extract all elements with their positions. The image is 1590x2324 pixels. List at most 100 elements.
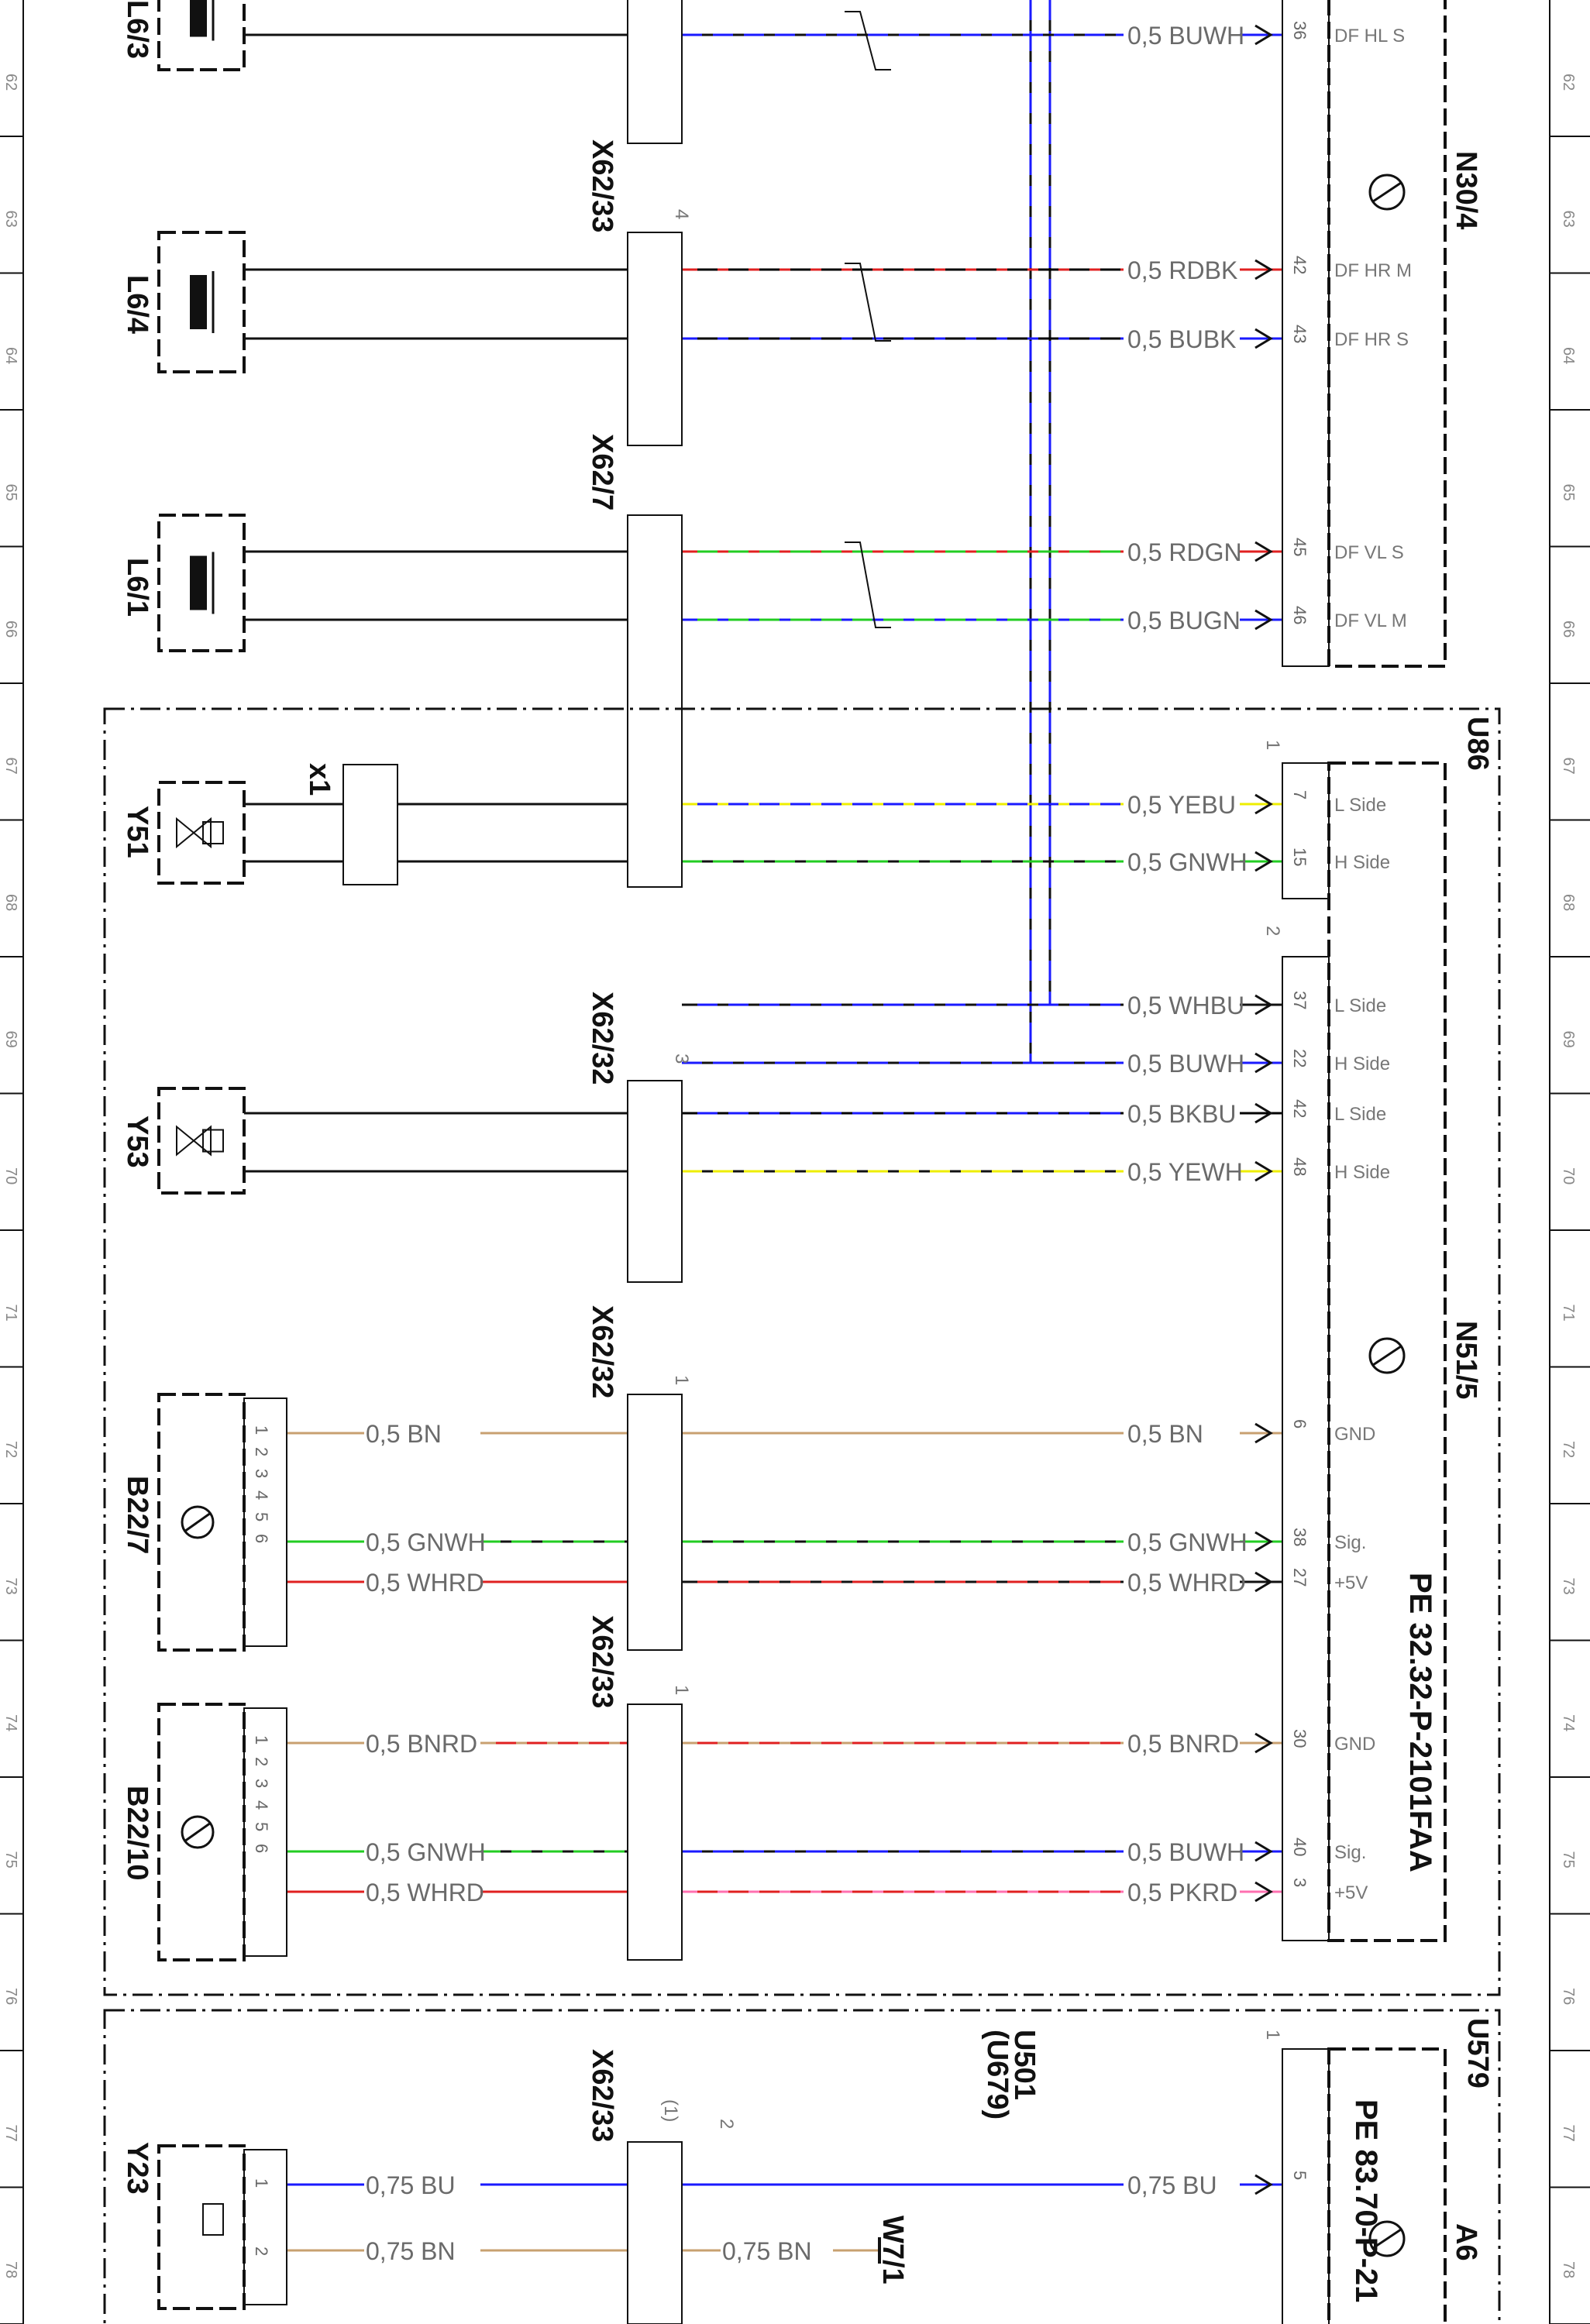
label-w7-1: W7/1 xyxy=(876,2216,909,2284)
wire-label: 0,5 BUWH xyxy=(1127,22,1244,50)
module-signal-label: DF VL S xyxy=(1334,542,1404,563)
wire-label: 0,5 RDGN xyxy=(1127,538,1242,566)
grid-row-label-left: 71 xyxy=(2,1305,19,1322)
wire-label: 0,5 BUWH xyxy=(1127,1838,1244,1866)
x62-33-b-connector xyxy=(627,1703,683,1961)
label-u86: U86 xyxy=(1461,717,1494,771)
module-signal-label: GND xyxy=(1334,1424,1375,1445)
signal-arrow xyxy=(1254,1052,1273,1074)
wire-label: 0,5 RDBK xyxy=(1127,256,1237,284)
area-u579-box xyxy=(103,2009,1501,2324)
y51-solenoid-icon xyxy=(202,821,224,844)
ecu-icon xyxy=(1368,174,1406,211)
label-n30-4: N30/4 xyxy=(1450,151,1482,229)
grid-row-label-left: 62 xyxy=(2,74,19,91)
label-b22-10: B22/10 xyxy=(121,1786,153,1881)
b22-7-pin-number: 5 xyxy=(252,1512,271,1521)
module-signal-label: DF HR M xyxy=(1334,260,1412,281)
ecu-icon xyxy=(1368,1337,1406,1374)
wire-label: 0,5 BUWH xyxy=(1127,1050,1244,1078)
signal-arrow xyxy=(1254,609,1273,631)
ecu-icon-arrow xyxy=(1372,181,1402,203)
b22-7-pin-number: 6 xyxy=(252,1534,271,1543)
module-signal-label: Sig. xyxy=(1334,1532,1366,1553)
signal-arrow xyxy=(1254,1160,1273,1182)
grid-row-label-left: 78 xyxy=(2,2261,19,2278)
y23-solenoid-icon xyxy=(202,2203,224,2236)
module-pin-number: 5 xyxy=(1290,2171,1310,2180)
module-pin-number: 27 xyxy=(1290,1568,1310,1587)
label-l6-1: L6/1 xyxy=(121,558,153,617)
module-signal-label: L Side xyxy=(1334,995,1386,1016)
wire-label: 0,75 BU xyxy=(366,2171,456,2199)
wire-label: 0,75 BU xyxy=(1127,2171,1217,2199)
wire-label: 0,5 BKBU xyxy=(1127,1100,1237,1128)
b22-7-sensor-icon xyxy=(181,1505,215,1539)
wire-label: 0,75 BN xyxy=(722,2237,812,2265)
label-x62-33: X62/33 xyxy=(586,2049,618,2142)
b22-7-pin-number: 3 xyxy=(252,1469,271,1478)
label-x62-33: X62/33 xyxy=(586,139,618,232)
wire-label: 0,5 WHRD xyxy=(366,1879,484,1906)
y51-box xyxy=(157,781,246,885)
twisted-pair-marker xyxy=(845,11,891,70)
label-x62-32: X62/32 xyxy=(586,992,618,1085)
signal-arrow xyxy=(1254,1422,1273,1444)
ecu-icon xyxy=(1368,2220,1406,2257)
module-pin-number: 38 xyxy=(1290,1528,1310,1546)
signal-arrow xyxy=(1254,1531,1273,1552)
b22-10-pin-number: 1 xyxy=(252,1735,271,1745)
wire-label: 0,5 BNRD xyxy=(1127,1730,1239,1758)
twisted-pair-marker xyxy=(845,541,891,628)
a6-pin-strip xyxy=(1282,2048,1330,2324)
module-pin-number: 48 xyxy=(1290,1157,1310,1176)
wire-label: 0,75 BN xyxy=(366,2237,456,2265)
grid-row-label-right: 76 xyxy=(1560,1988,1577,2005)
module-signal-label: L Side xyxy=(1334,1104,1386,1125)
wire-label: 0,5 BN xyxy=(366,1420,442,1448)
x62-32-a-connector xyxy=(627,1080,683,1283)
module-pin-number: 42 xyxy=(1290,256,1310,274)
grid-row-label-left: 75 xyxy=(2,1851,19,1868)
signal-arrow xyxy=(1254,1732,1273,1754)
grid-row-label-left: 69 xyxy=(2,1031,19,1048)
y53-box xyxy=(157,1087,246,1195)
module-pin-number: 3 xyxy=(1290,1878,1310,1887)
grid-row-label-right: 77 xyxy=(1560,2125,1577,2142)
module-signal-label: H Side xyxy=(1334,1054,1390,1074)
b22-7-pin-number: 1 xyxy=(252,1425,271,1435)
module-pin-number: 43 xyxy=(1290,325,1310,343)
b22-10-sensor-arrow xyxy=(184,1821,212,1843)
signal-arrow xyxy=(1254,24,1273,46)
module-signal-label: H Side xyxy=(1334,852,1390,873)
signal-arrow xyxy=(1254,541,1273,562)
label-x62-33: X62/33 xyxy=(586,1615,618,1708)
y51-valve-icon xyxy=(176,816,212,849)
module-pin-number: 40 xyxy=(1290,1838,1310,1856)
l6-1-box xyxy=(157,514,246,652)
connector-number: 1 xyxy=(671,1375,692,1385)
grid-row-label-right: 71 xyxy=(1560,1305,1577,1322)
module-signal-label: L Side xyxy=(1334,795,1386,816)
grid-row-label-right: 63 xyxy=(1560,211,1577,228)
n51-5-box xyxy=(1327,761,1447,1942)
label-u501: U501 xyxy=(1008,2030,1041,2100)
wire-label: 0,5 GNWH xyxy=(1127,848,1248,876)
y23-pin-number: 2 xyxy=(252,2247,271,2256)
module-pin-number: 46 xyxy=(1290,606,1310,624)
signal-arrow xyxy=(1254,1571,1273,1593)
grid-row-label-right: 72 xyxy=(1560,1441,1577,1458)
wire-label: 0,5 WHBU xyxy=(1127,992,1244,1019)
wire-layer xyxy=(244,0,1282,2264)
wire-label: 0,5 GNWH xyxy=(1127,1528,1248,1556)
wire-label: 0,5 WHRD xyxy=(1127,1569,1246,1597)
signal-arrow xyxy=(1254,851,1273,872)
module-signal-label: H Side xyxy=(1334,1162,1390,1183)
y53-solenoid-icon xyxy=(202,1129,224,1153)
b22-7-sensor-arrow xyxy=(184,1511,212,1533)
grid-row-label-left: 70 xyxy=(2,1167,19,1184)
connector-number: (1) xyxy=(660,2099,681,2122)
ecu-icon-arrow xyxy=(1372,1345,1402,1367)
grid-row-label-right: 73 xyxy=(1560,1578,1577,1595)
grid-row-label-right: 70 xyxy=(1560,1167,1577,1184)
